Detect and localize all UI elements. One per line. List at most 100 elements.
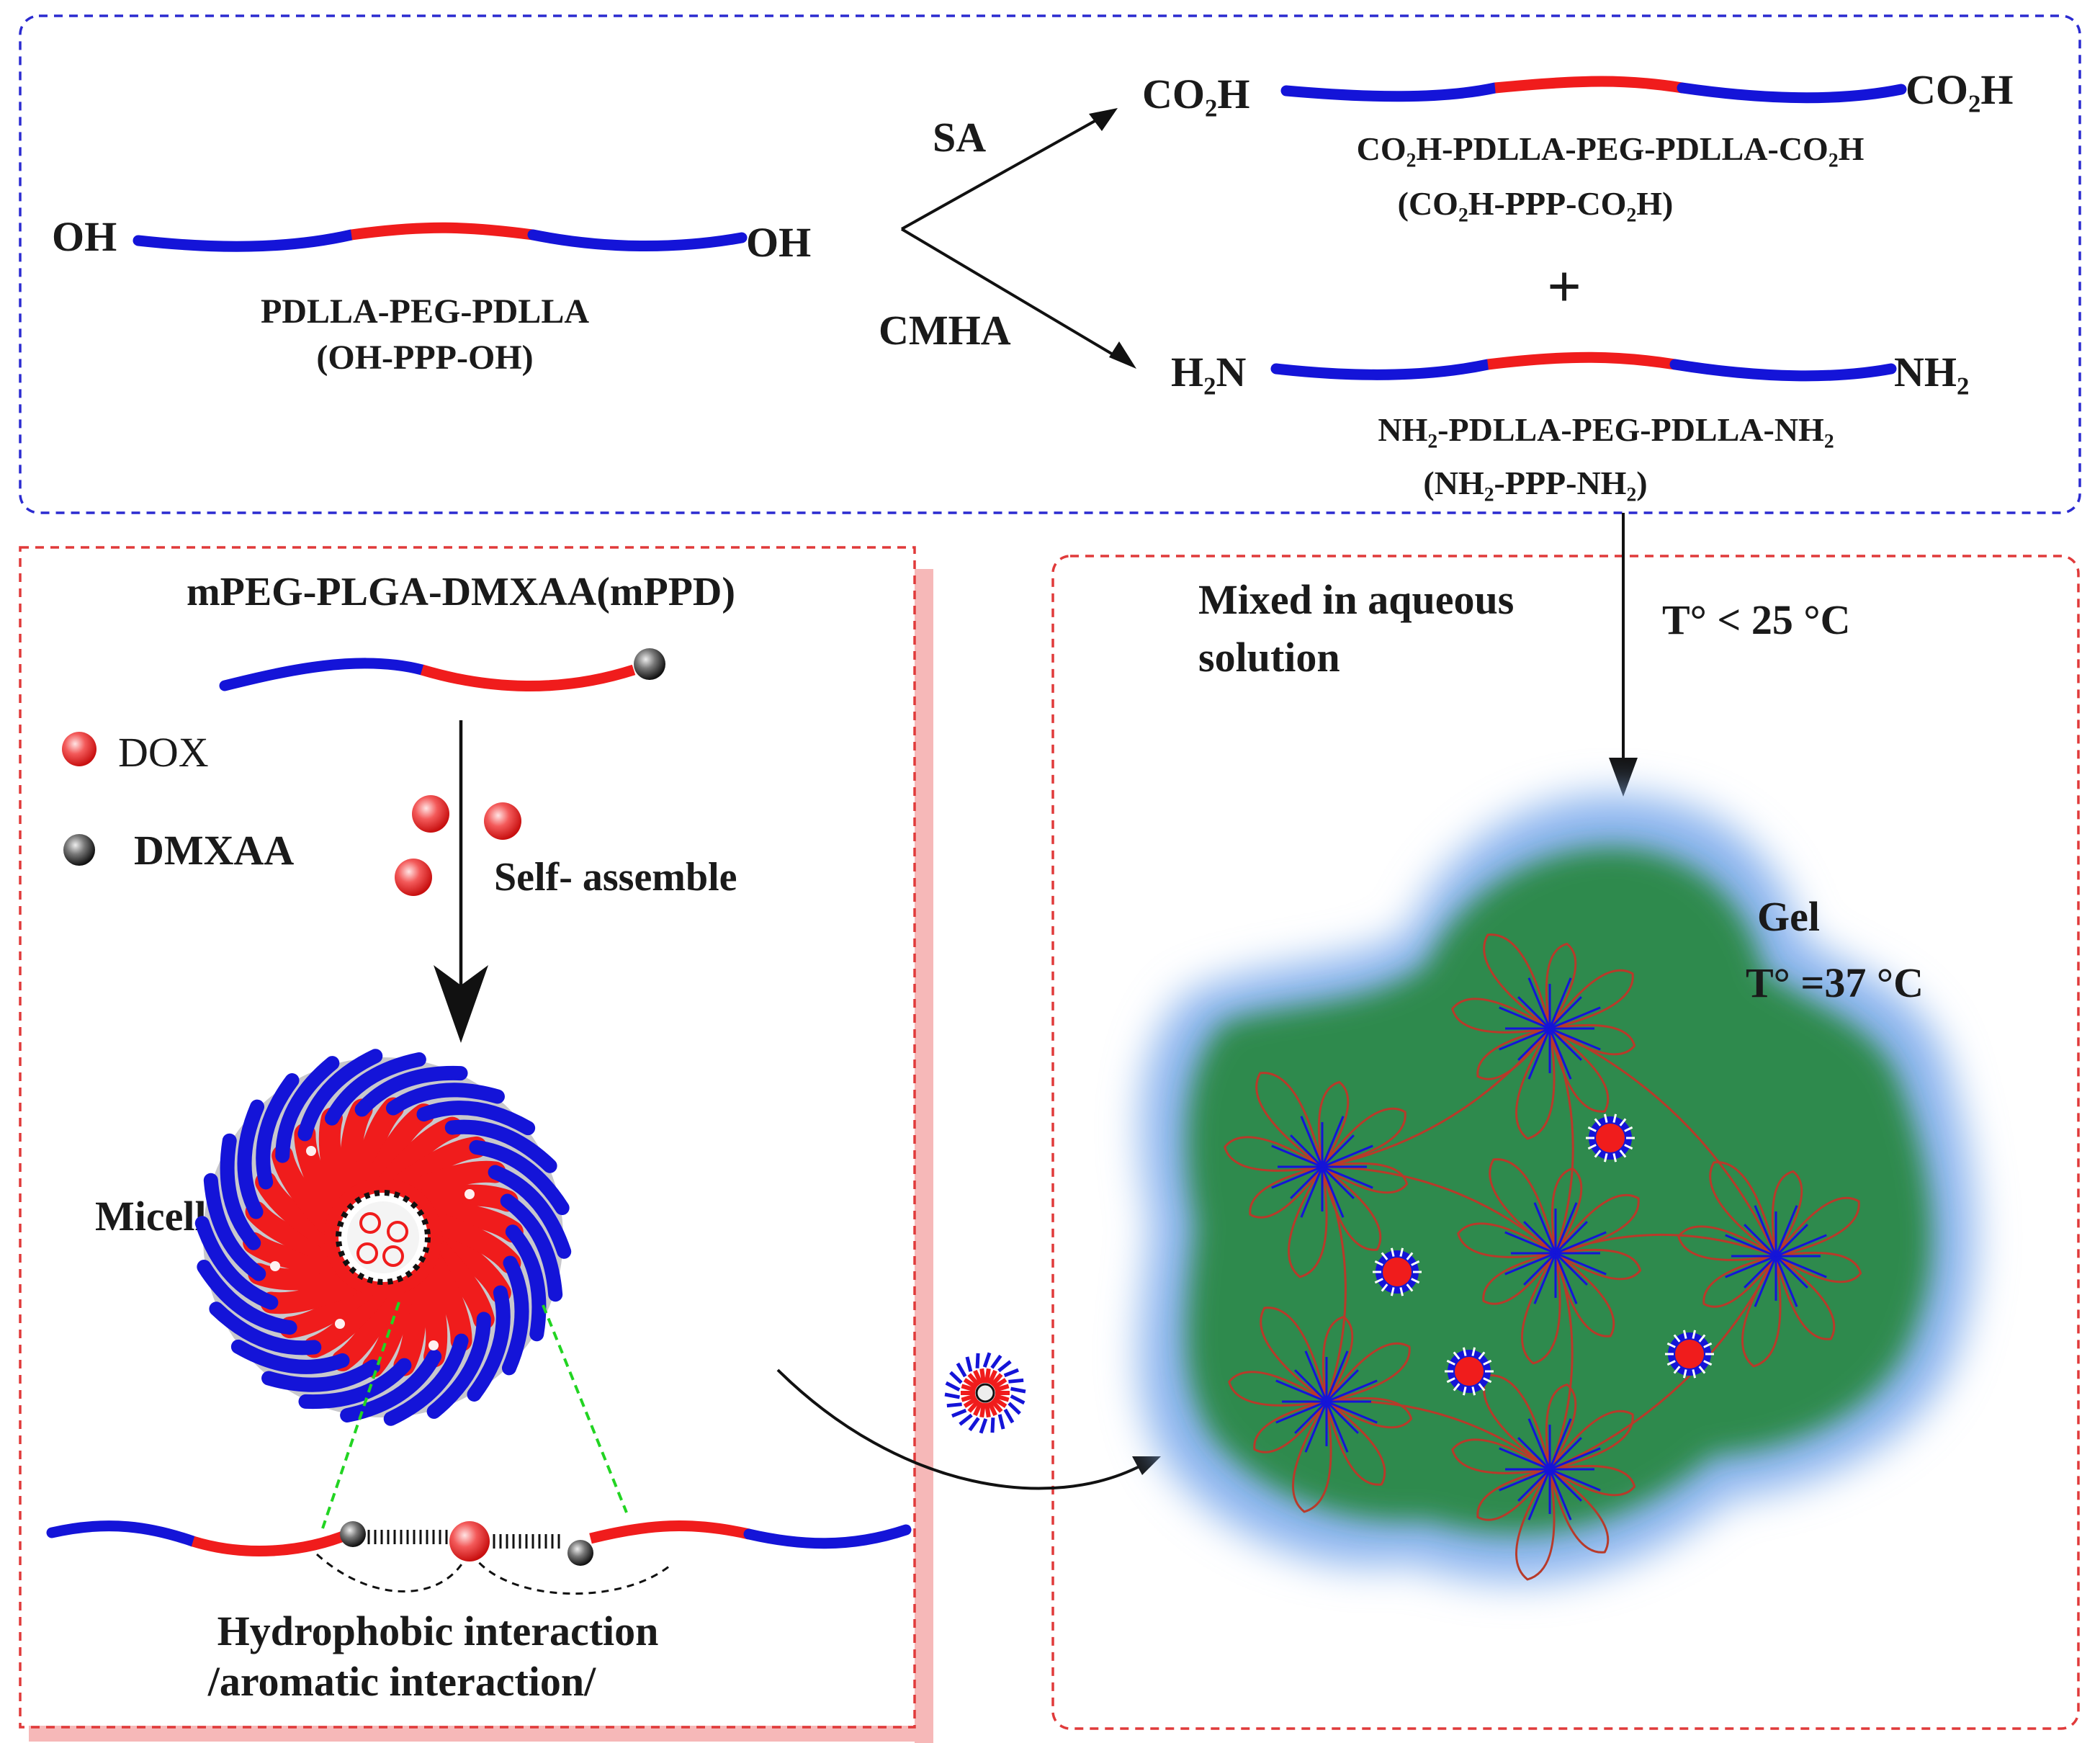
co2h-left-label: CO₂H	[1142, 71, 1250, 117]
star-arm	[1725, 1255, 1777, 1278]
embedded-micelle-tick	[1390, 1287, 1395, 1296]
micelle-corona-arm	[324, 1052, 426, 1126]
mini-micelle-corona-arm	[965, 1356, 973, 1372]
embedded-micelle-tick	[1483, 1359, 1492, 1366]
mini-micelle-corona-arm	[968, 1417, 980, 1432]
micelle-corona-arm	[237, 1099, 265, 1219]
gel-embedded-micelle	[1445, 1347, 1494, 1396]
gel-crosslink-star	[1499, 977, 1601, 1080]
embedded-micelle-tick	[1612, 1153, 1617, 1162]
mppd-polymer-chain	[219, 658, 636, 691]
gel-petal-chain	[1255, 1072, 1324, 1168]
star-arm	[1290, 1165, 1324, 1199]
arrowhead-cmha	[1109, 341, 1136, 369]
embedded-micelle-tick	[1453, 1383, 1460, 1392]
gel-petal-chain	[1515, 1469, 1556, 1581]
gel-temp-label: T° =37 °C	[1746, 959, 1924, 1006]
embedded-micelle-tick	[1462, 1347, 1467, 1356]
encapsulated-dox	[359, 1212, 381, 1234]
star-arm	[1549, 1006, 1601, 1030]
embedded-micelle-tick	[1478, 1351, 1486, 1360]
self-assemble-label: Self- assemble	[494, 855, 737, 900]
embedded-micelle-tick	[1406, 1252, 1414, 1260]
gel-bridge-chain	[1548, 1253, 1574, 1470]
gel-petal-chain	[1489, 1158, 1557, 1255]
star-arm	[1517, 1027, 1551, 1061]
star-arm	[1304, 1401, 1328, 1453]
mini-micelle-corona-arm	[1003, 1368, 1019, 1378]
dox-bead	[412, 795, 449, 833]
star-arm	[1499, 1447, 1551, 1471]
gel-petal-chain	[1549, 1464, 1636, 1497]
star-arm	[1554, 1252, 1588, 1286]
embedded-micelle-tick	[1587, 1126, 1597, 1132]
dox-legend-bead	[62, 732, 97, 766]
star-arm	[1504, 1231, 1556, 1255]
mini-micelle-core-arm	[967, 1373, 981, 1387]
gel-petal-chain	[1554, 1252, 1615, 1338]
mini-micelle-corona-arm	[1003, 1408, 1015, 1424]
nh2-polymer-chain	[1270, 351, 1897, 382]
embedded-micelle-tick	[1594, 1118, 1602, 1126]
embedded-micelle-tick	[1399, 1247, 1404, 1257]
star-arm	[1504, 1252, 1556, 1276]
gel-bridge-chain	[1549, 1255, 1777, 1471]
star-arm	[1517, 996, 1551, 1030]
star-arm	[1325, 1400, 1359, 1434]
gel-petal-chain	[1287, 1166, 1328, 1278]
mini-micelle-core-arm	[987, 1369, 997, 1385]
star-arm	[1304, 1350, 1328, 1402]
gel-petal-chain	[1325, 1342, 1411, 1403]
embedded-micelle-tick	[1682, 1369, 1687, 1379]
mixing-arrowhead	[1609, 758, 1638, 797]
star-arm	[1774, 1224, 1808, 1258]
star-arm	[1321, 1165, 1355, 1199]
star-arm	[1554, 1221, 1588, 1255]
star-arm	[1549, 1447, 1601, 1471]
gel-petal-chain	[1548, 1410, 1634, 1471]
star-arm	[1754, 1205, 1777, 1257]
mini-micelle-corona-arm	[990, 1417, 995, 1433]
star-arm	[1527, 1469, 1551, 1520]
star-arm	[1555, 1252, 1607, 1276]
zoom-guide-left	[321, 1301, 400, 1529]
mini-micelle	[943, 1351, 1027, 1435]
mixed-label-line2: solution	[1198, 634, 1340, 681]
arrowhead-sa	[1089, 108, 1118, 131]
micelle-dot	[465, 1189, 475, 1199]
gel-petal-chain	[1476, 1468, 1551, 1521]
micelle	[194, 1049, 572, 1426]
gel-bridge-chain	[1549, 1027, 1777, 1257]
gel-petal-chain	[1520, 1253, 1561, 1365]
mini-micelle-corona-arm	[956, 1362, 967, 1378]
star-arm	[1290, 1134, 1324, 1168]
gel-petal-chain	[1548, 969, 1634, 1030]
micelle-corona-arm	[500, 1193, 563, 1302]
embedded-micelle-tick	[1471, 1386, 1476, 1396]
star-arm	[1744, 1255, 1777, 1289]
nh2-name: NH₂-PDLLA-PEG-PDLLA-NH₂	[1378, 411, 1834, 448]
embedded-micelle-core	[1455, 1357, 1484, 1386]
micelle-corona-arm	[505, 1224, 547, 1342]
embedded-micelle-tick	[1587, 1144, 1597, 1150]
gel-petal-chain	[1325, 1400, 1386, 1486]
gel-petal-chain	[1774, 1255, 1836, 1340]
gel-petal-chain	[1515, 1028, 1556, 1140]
star-arm	[1774, 1255, 1808, 1289]
dmxaa-bead	[340, 1521, 366, 1547]
star-arm	[1555, 1231, 1607, 1255]
embedded-micelle-tick	[1673, 1366, 1681, 1374]
micelle-corona-arm	[256, 1073, 300, 1190]
gel-petal-chain	[1317, 1080, 1350, 1168]
star-arm	[1754, 1255, 1777, 1307]
embedded-micelle-tick	[1471, 1347, 1476, 1356]
embedded-micelle-core	[1675, 1340, 1704, 1368]
star-arm	[1499, 1027, 1551, 1051]
micelle-corona-arm	[197, 1259, 297, 1335]
gel-crosslink-star	[1275, 1350, 1378, 1453]
micelle-corona-arm	[209, 1301, 322, 1356]
cmha-label: CMHA	[879, 307, 1011, 354]
star-arm	[1548, 1027, 1582, 1061]
embedded-micelle-tick	[1462, 1386, 1467, 1396]
